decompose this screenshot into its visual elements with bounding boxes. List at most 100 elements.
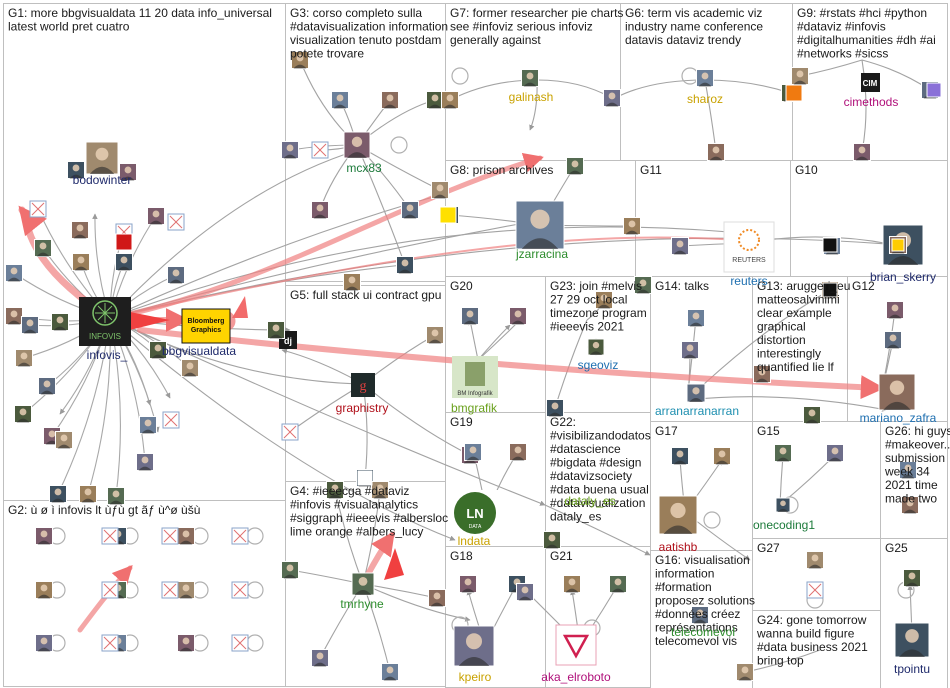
node-avatar[interactable] [623, 217, 641, 235]
node-avatar[interactable] [331, 91, 349, 109]
node-avatar[interactable] [803, 406, 821, 424]
node-avatar[interactable] [899, 461, 917, 479]
node-avatar[interactable] [441, 91, 459, 109]
node-avatar[interactable] [563, 575, 581, 593]
node-avatar[interactable] [177, 527, 195, 545]
node-avatar[interactable] [707, 143, 725, 161]
node-avatar[interactable] [774, 444, 792, 462]
node-avatar[interactable] [546, 399, 564, 417]
node-avatar[interactable] [791, 67, 809, 85]
node-avatar[interactable] [79, 485, 97, 503]
node-avatar[interactable] [38, 377, 56, 395]
missing-image-icon[interactable] [161, 527, 179, 545]
node-avatar[interactable] [343, 273, 361, 291]
node-avatar[interactable] [15, 349, 33, 367]
arranarranarran-avatar[interactable] [686, 383, 706, 403]
node-avatar[interactable] [671, 237, 689, 255]
node-avatar[interactable] [826, 444, 844, 462]
missing-image-icon[interactable] [231, 634, 249, 652]
node-avatar[interactable] [139, 416, 157, 434]
node-avatar[interactable] [691, 606, 709, 624]
purple-logo-icon[interactable] [926, 82, 942, 98]
node-avatar[interactable] [49, 485, 67, 503]
node-avatar[interactable] [886, 301, 904, 319]
leaf-logo-icon[interactable] [357, 470, 373, 486]
node-avatar[interactable] [516, 583, 534, 601]
missing-image-icon[interactable] [231, 581, 249, 599]
node-avatar[interactable] [311, 201, 329, 219]
node-avatar[interactable] [5, 264, 23, 282]
bm-infografik-logo-icon[interactable]: BM Infografik [452, 356, 498, 398]
node-avatar[interactable] [14, 405, 32, 423]
infovis-logo-icon[interactable]: INFOVIS [79, 297, 131, 346]
node-avatar[interactable] [696, 69, 714, 87]
missing-image-icon[interactable] [167, 213, 185, 231]
node-avatar[interactable] [543, 531, 561, 549]
aatishb-avatar[interactable] [658, 495, 698, 535]
robot-logo-icon[interactable] [555, 624, 597, 666]
node-avatar[interactable] [35, 581, 53, 599]
node-avatar[interactable] [67, 161, 85, 179]
node-avatar[interactable] [681, 341, 699, 359]
node-label-graphistry[interactable]: graphistry [336, 401, 389, 415]
node-avatar[interactable] [401, 201, 419, 219]
node-avatar[interactable] [603, 89, 621, 107]
node-avatar[interactable] [634, 276, 652, 294]
cim-logo-icon[interactable]: CIM [861, 73, 880, 92]
node-avatar[interactable] [177, 634, 195, 652]
graphistry-logo-icon[interactable]: g [351, 373, 375, 397]
missing-image-icon[interactable] [101, 581, 119, 599]
node-avatar[interactable] [381, 663, 399, 681]
black-logo-icon[interactable] [822, 237, 838, 253]
node-avatar[interactable] [884, 331, 902, 349]
node-avatar[interactable] [431, 181, 449, 199]
node-avatar[interactable] [736, 663, 754, 681]
bodowinter-avatar[interactable] [85, 141, 119, 175]
mariano-zafra-avatar[interactable] [878, 373, 916, 411]
node-label-kpeiro[interactable]: kpeiro [459, 670, 492, 684]
node-label-arranarranarran[interactable]: arranarranarran [655, 404, 739, 418]
node-label-infovis-[interactable]: infovis_ [87, 348, 128, 362]
node-avatar[interactable] [901, 496, 919, 514]
logo-e-icon[interactable] [115, 233, 133, 251]
node-avatar[interactable] [51, 313, 69, 331]
node-avatar[interactable] [55, 431, 73, 449]
node-label-jzarracina[interactable]: jzarracina [515, 247, 568, 261]
missing-image-icon[interactable] [231, 527, 249, 545]
node-avatar[interactable] [281, 561, 299, 579]
node-avatar[interactable] [34, 239, 52, 257]
node-avatar[interactable] [806, 551, 824, 569]
node-avatar[interactable] [149, 341, 167, 359]
node-label-mcx83[interactable]: mcx83 [346, 161, 382, 175]
node-avatar[interactable] [509, 443, 527, 461]
node-avatar[interactable] [21, 316, 39, 334]
tpointu-avatar[interactable] [894, 622, 930, 658]
node-avatar[interactable] [853, 143, 871, 161]
node-label-bbgvisualdata[interactable]: bbgvisualdata [162, 344, 236, 358]
node-avatar[interactable] [671, 447, 689, 465]
node-label-sharoz[interactable]: sharoz [687, 92, 723, 106]
node-avatar[interactable] [177, 581, 195, 599]
node-avatar[interactable] [687, 309, 705, 327]
orange-logo-icon[interactable] [785, 84, 803, 102]
node-avatar[interactable] [509, 307, 527, 325]
node-avatar[interactable] [72, 253, 90, 271]
node-avatar[interactable] [459, 575, 477, 593]
onecoding1-avatar[interactable] [775, 497, 791, 513]
node-label-bodowinter[interactable]: bodowinter [73, 173, 132, 187]
node-avatar[interactable] [381, 91, 399, 109]
node-label-mariano-zafra[interactable]: mariano_zafra [860, 411, 937, 425]
missing-image-icon[interactable] [101, 634, 119, 652]
node-avatar[interactable] [291, 51, 309, 69]
node-label-telecomevol[interactable]: telecomevol [671, 625, 735, 639]
node-label-cimethods[interactable]: cimethods [844, 95, 899, 109]
node-avatar[interactable] [147, 207, 165, 225]
missing-image-icon[interactable] [281, 423, 299, 441]
node-avatar[interactable] [903, 569, 921, 587]
node-avatar[interactable] [136, 453, 154, 471]
node-avatar[interactable] [428, 589, 446, 607]
node-avatar[interactable] [115, 253, 133, 271]
reuters-logo-icon[interactable]: REUTERS [723, 221, 775, 273]
node-avatar[interactable] [311, 649, 329, 667]
